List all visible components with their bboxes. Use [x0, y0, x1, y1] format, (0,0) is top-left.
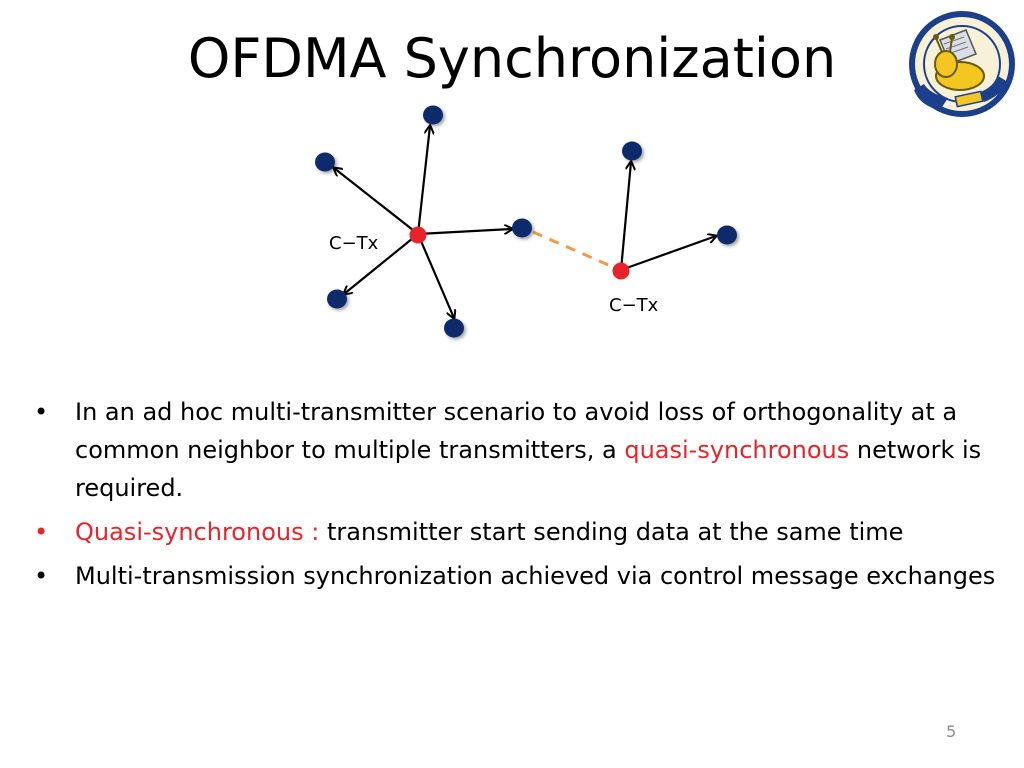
- network-diagram: [315, 105, 737, 338]
- bullet-marker: •: [34, 518, 49, 546]
- arrow-tx1-down: [416, 233, 454, 318]
- arrow-tx1-up: [416, 126, 430, 235]
- receiver-node: [444, 318, 464, 338]
- bullet-text: Multi-transmission synchronization achie…: [75, 562, 996, 590]
- transmitter-node: [409, 226, 427, 244]
- arrow-tx1-downleft: [344, 233, 419, 294]
- page-number: 5: [946, 722, 957, 741]
- transmitter-label: C−Tx: [609, 295, 659, 316]
- slide-title: OFDMA Synchronization: [187, 27, 837, 90]
- bullet-item: • Multi-transmission synchronization ach…: [34, 557, 1009, 595]
- bullet-marker: •: [34, 398, 49, 426]
- bullet-marker: •: [34, 562, 49, 590]
- receiver-node: [717, 225, 737, 245]
- bullet-text: transmitter start sending data at the sa…: [326, 518, 904, 546]
- sync-link-dashed: [532, 230, 614, 269]
- arrow-tx2-up: [619, 162, 631, 271]
- arrow-tx1-right: [417, 229, 512, 236]
- arrow-tx2-right: [620, 236, 716, 272]
- receiver-node: [512, 218, 532, 238]
- receiver-node: [327, 289, 347, 309]
- bullet-text: network is required.: [75, 436, 982, 502]
- highlight-text: quasi-synchronous: [624, 436, 850, 464]
- receiver-node: [423, 105, 443, 125]
- receiver-node: [315, 152, 335, 172]
- bullet-text: In an ad hoc multi-transmitter scenario …: [75, 398, 958, 464]
- arrow-tx1-upleft: [334, 168, 419, 235]
- transmitter-label: C−Tx: [329, 233, 379, 254]
- bullet-item: • Quasi-synchronous : transmitter start …: [34, 513, 1009, 551]
- bullet-list: • In an ad hoc multi-transmitter scenari…: [34, 393, 1009, 601]
- highlight-text: Quasi-synchronous :: [75, 518, 327, 546]
- university-seal-icon: [909, 11, 1015, 117]
- receiver-node: [622, 141, 642, 161]
- bullet-item: • In an ad hoc multi-transmitter scenari…: [34, 393, 1009, 507]
- transmitter-node: [612, 262, 630, 280]
